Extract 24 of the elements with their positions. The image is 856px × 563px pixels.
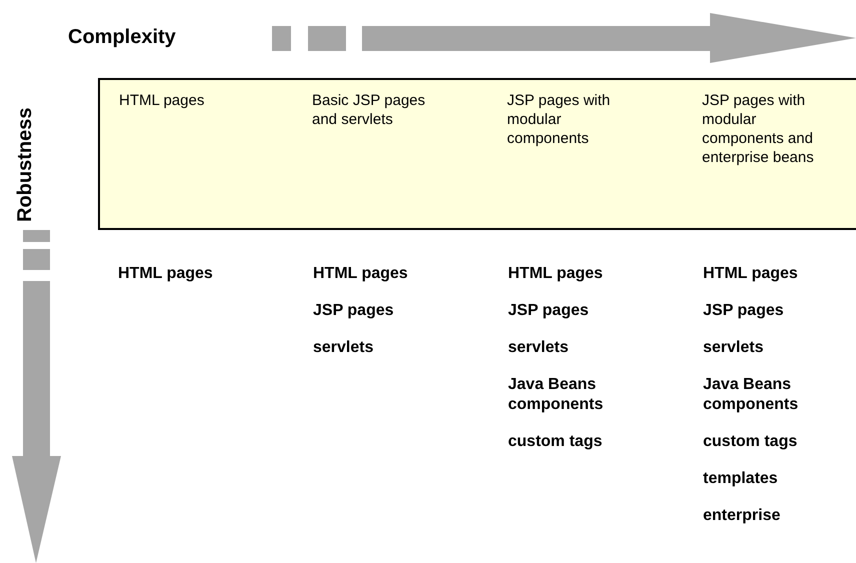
list-item: HTML pages bbox=[118, 264, 214, 284]
list-item: HTML pages bbox=[313, 264, 409, 284]
list-item: JSP pages bbox=[508, 301, 590, 321]
box-title: JSP pages with modular components and enterprise beans bbox=[702, 91, 815, 167]
list-item: templates bbox=[703, 469, 779, 489]
list-item: HTML pages bbox=[508, 264, 604, 284]
box-title: HTML pages bbox=[119, 91, 206, 110]
category-box bbox=[98, 78, 295, 230]
list-item: custom tags bbox=[703, 432, 798, 452]
list-item: enterprise bbox=[703, 506, 782, 526]
list-item: servlets bbox=[703, 338, 764, 358]
list-item: custom tags bbox=[508, 432, 604, 452]
list-item: HTML pages bbox=[703, 264, 799, 284]
axis-label: Robustness bbox=[14, 108, 37, 222]
box-title: JSP pages with modular components bbox=[507, 91, 612, 148]
category-box bbox=[683, 78, 856, 230]
list-item: Java Beans components bbox=[508, 375, 604, 415]
list-item: JSP pages bbox=[313, 301, 395, 321]
axis-label: Complexity bbox=[68, 26, 176, 49]
list-item: JSP pages bbox=[703, 301, 785, 321]
list-item: Java Beans components bbox=[703, 375, 800, 415]
list-item: servlets bbox=[313, 338, 374, 358]
list-item: servlets bbox=[508, 338, 570, 358]
box-title: Basic JSP pages and servlets bbox=[312, 91, 426, 129]
